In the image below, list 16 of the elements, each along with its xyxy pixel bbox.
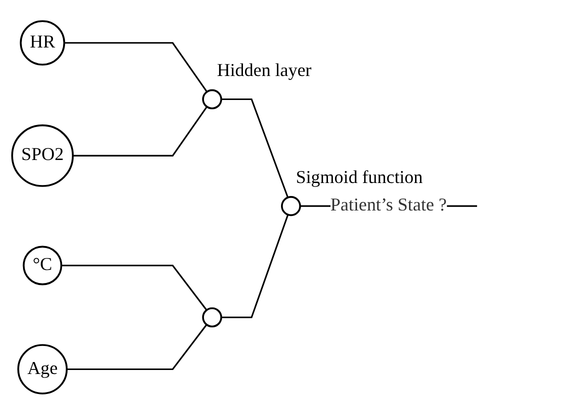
- connector: [221, 214, 289, 318]
- node-circle: SPO2: [11, 124, 74, 188]
- edge-label: Patient’s State ?: [330, 196, 447, 216]
- connector: [72, 106, 208, 157]
- node-circle: HR: [20, 20, 66, 66]
- node-circle: [202, 89, 222, 110]
- connector: [221, 98, 289, 198]
- node-circle: °C: [22, 246, 62, 286]
- connector: [61, 264, 208, 311]
- connector: [64, 42, 208, 92]
- node-label: Hidden layer: [216, 62, 312, 82]
- node-label: Sigmoid function: [296, 168, 423, 188]
- node-circle: [280, 196, 302, 216]
- node-circle: [202, 308, 222, 328]
- connector: [66, 324, 208, 370]
- node-circle: Age: [17, 344, 68, 395]
